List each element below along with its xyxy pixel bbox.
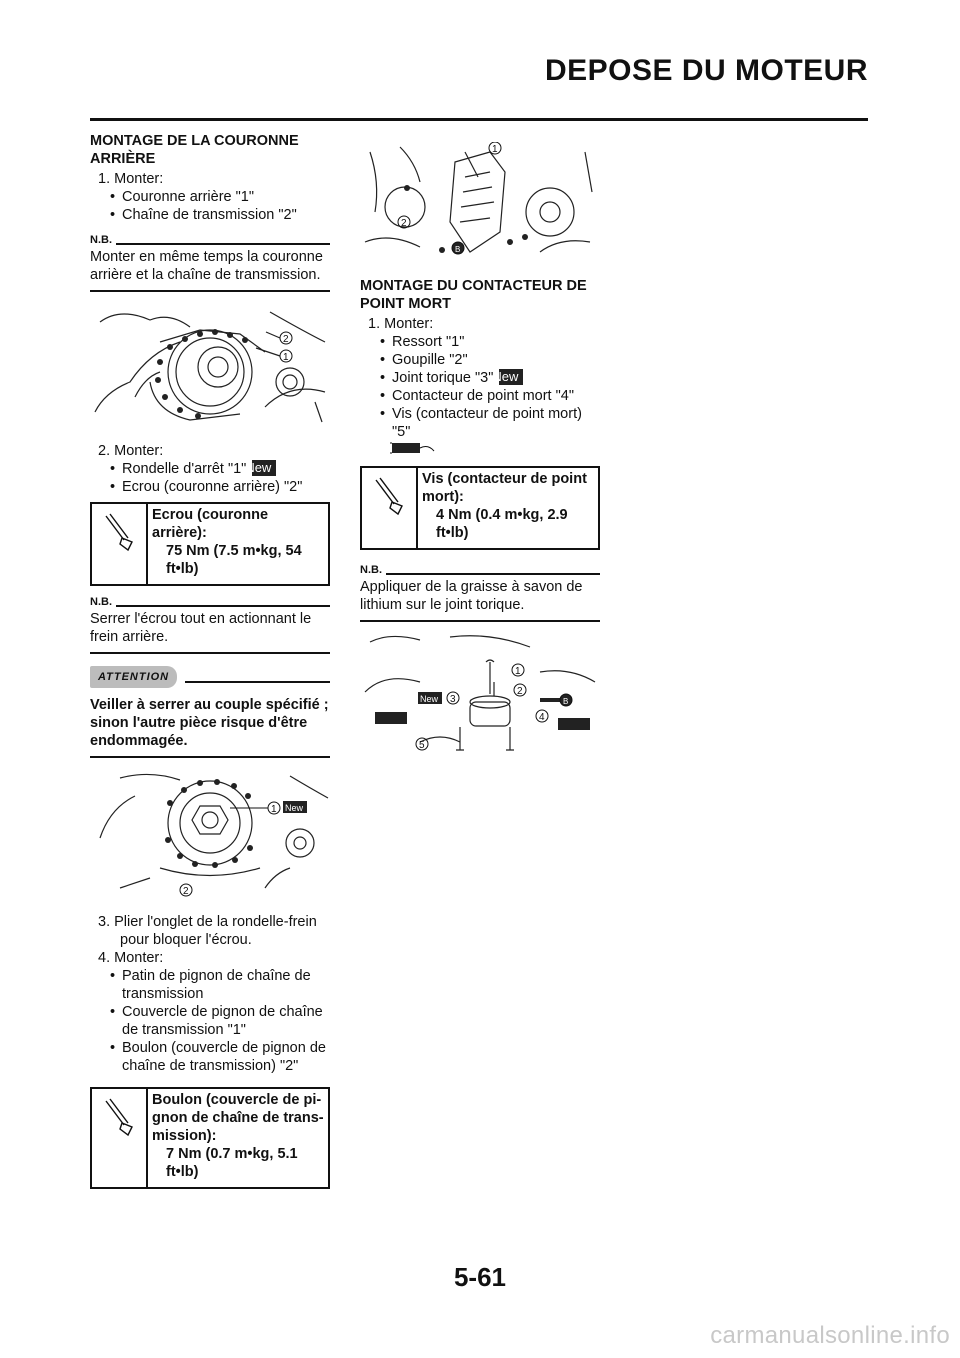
figure-callout: B — [563, 697, 568, 706]
sprocket-figure-2: 1 New 2 — [90, 768, 330, 903]
bullet-item: •Goupille "2" — [380, 352, 468, 368]
section-title-couronne: MONTAGE DE LA COURONNE ARRIÈRE — [90, 133, 299, 167]
torque-value: 4 Nm (0.4 m•kg, 2.9 ft•lb) — [436, 507, 568, 541]
torque-value: 75 Nm (7.5 m•kg, 54 ft•lb) — [166, 543, 302, 577]
nb-label: N.B. — [90, 234, 112, 246]
nb-text: Serrer l'écrou tout en actionnant le fre… — [90, 611, 312, 645]
new-badge: New — [245, 460, 277, 476]
torque-wrench-icon — [362, 468, 418, 548]
figure-callout: 2 — [401, 218, 407, 229]
sprocket-cover-figure: 1 2 B — [360, 141, 600, 269]
torque-value: 7 Nm (0.7 m•kg, 5.1 ft•lb) — [166, 1146, 298, 1180]
nb-note: N.B. Serrer l'écrou tout en actionnant l… — [90, 596, 330, 654]
step-1: 1. Monter: — [98, 171, 164, 187]
neutral-switch-figure: 1 2 New 3 4 5 B — [360, 632, 600, 772]
step-2: 2. Monter: — [98, 443, 164, 459]
step-4: 4. Monter: — [98, 950, 164, 966]
bullet-item: •Contacteur de point mort "4" — [380, 388, 574, 404]
right-column: 1 2 B MONTAGE DU CONTACTEUR DE POINT MOR… — [360, 141, 600, 782]
header-rule — [90, 118, 868, 121]
sprocket-figure-1: 2 1 — [90, 302, 330, 432]
step-1: 1. Monter: — [368, 316, 434, 332]
new-badge: New — [285, 803, 304, 813]
new-badge: New — [420, 694, 439, 704]
nb-label: N.B. — [90, 596, 112, 608]
bullet-item: •Vis (contacteur de point mort) "5" — [380, 406, 582, 440]
bullet-item: •Ecrou (couronne arrière) "2" — [110, 479, 303, 495]
attention-note: ATTENTION Veiller à serrer au couple spé… — [90, 666, 330, 758]
bullet-item: •Couvercle de pignon de chaîne de transm… — [110, 1004, 323, 1038]
torque-spec-box: Boulon (couvercle de pi-gnon de chaîne d… — [90, 1087, 330, 1189]
bullet-item: •Boulon (couvercle de pignon de chaîne d… — [110, 1040, 326, 1074]
torque-title: Ecrou (couronne arrière): — [152, 507, 269, 541]
torque-wrench-icon — [92, 1089, 148, 1187]
figure-callout: 2 — [517, 686, 523, 697]
bullet-item: •Chaîne de transmission "2" — [110, 207, 297, 223]
bullet-item: •Couronne arrière "1" — [110, 189, 255, 205]
figure-callout: 1 — [492, 144, 498, 155]
watermark: carmanualsonline.info — [710, 1322, 950, 1349]
figure-callout: 1 — [515, 666, 521, 677]
torque-spec-box: Vis (contacteur de point mort): 4 Nm (0.… — [360, 466, 600, 550]
left-column: MONTAGE DE LA COURONNE ARRIÈRE 1. Monter… — [90, 132, 330, 1195]
nb-label: N.B. — [360, 564, 382, 576]
nb-text: Monter en même temps la couronne arrière… — [90, 249, 323, 283]
torque-spec-box: Ecrou (couronne arrière): 75 Nm (7.5 m•k… — [90, 502, 330, 586]
figure-callout: B — [455, 245, 460, 254]
figure-callout: 2 — [283, 334, 289, 345]
figure-callout: 4 — [539, 712, 545, 723]
attention-text: Veiller à serrer au couple spécifié ; si… — [90, 697, 329, 749]
figure-callout: 1 — [283, 352, 289, 363]
nb-text: Appliquer de la graisse à savon de lithi… — [360, 579, 583, 613]
step-3: 3. Plier l'onglet de la rondelle-frein p… — [98, 914, 317, 948]
torque-title: Vis (contacteur de point mort): — [422, 471, 587, 505]
bullet-item: •Rondelle d'arrêt "1"New — [110, 460, 330, 478]
page-number: 5-61 — [453, 1262, 507, 1292]
figure-callout: 5 — [419, 740, 425, 751]
figure-callout: 1 — [271, 804, 277, 815]
section-title-contacteur: MONTAGE DU CONTACTEUR DE POINT MORT — [360, 278, 587, 312]
figure-callout: 3 — [450, 694, 456, 705]
nb-note: N.B. Appliquer de la graisse à savon de … — [360, 564, 600, 622]
bullet-item: •Patin de pignon de chaîne de transmissi… — [110, 968, 311, 1002]
figure-callout: 2 — [183, 886, 189, 897]
locking-agent-icon — [390, 441, 600, 460]
torque-wrench-icon — [92, 504, 148, 584]
attention-label: ATTENTION — [90, 666, 178, 688]
new-badge: New — [492, 369, 524, 385]
page-title: DEPOSE DU MOTEUR — [544, 54, 868, 87]
torque-title: Boulon (couvercle de pi-gnon de chaîne d… — [152, 1092, 324, 1144]
bullet-item: •Ressort "1" — [380, 334, 465, 350]
nb-note: N.B. Monter en même temps la couronne ar… — [90, 234, 330, 292]
bullet-item: •Joint torique "3"New — [380, 369, 600, 387]
